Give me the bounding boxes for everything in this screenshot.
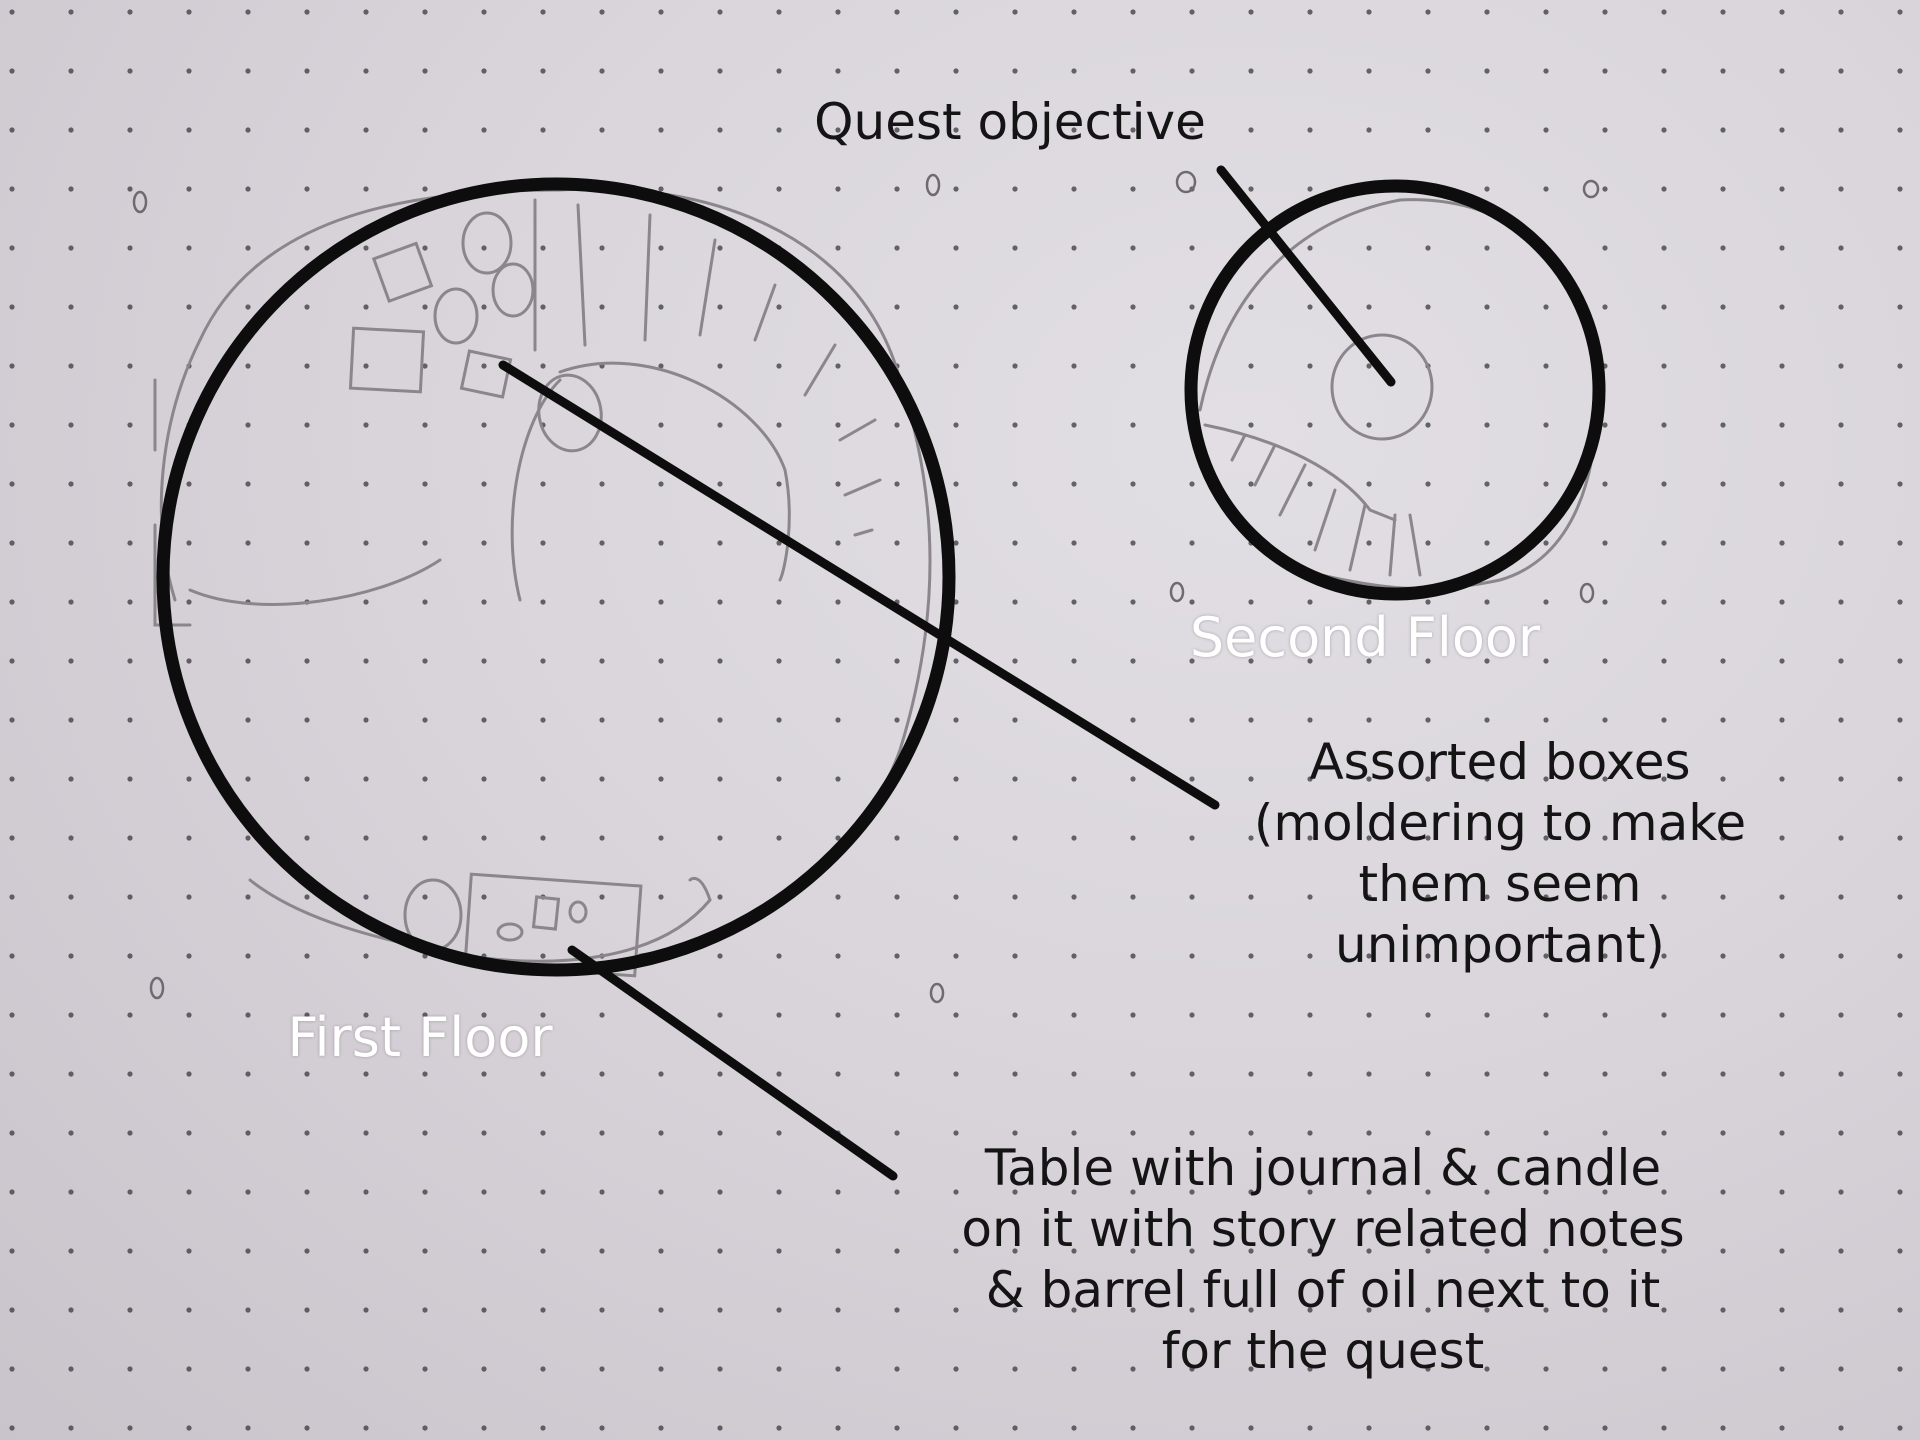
table-note-pointer bbox=[567, 945, 898, 1181]
first-floor-circle bbox=[156, 177, 956, 977]
second-floor-label: Second Floor bbox=[1189, 606, 1541, 669]
first-floor-label: First Floor bbox=[287, 1006, 553, 1069]
table-note-line-3: & barrel full of oil next to it bbox=[985, 1261, 1661, 1319]
quest-objective-pointer bbox=[1216, 165, 1396, 387]
assorted-boxes-pointer bbox=[498, 360, 1220, 810]
table-note-line-1: Table with journal & candle bbox=[984, 1139, 1662, 1197]
assorted-boxes-line-4: unimportant) bbox=[1335, 916, 1665, 974]
assorted-boxes-note: Assorted boxes (moldering to make them s… bbox=[1210, 732, 1790, 976]
assorted-boxes-line-2: (moldering to make bbox=[1253, 794, 1747, 852]
assorted-boxes-line-3: them seem bbox=[1358, 855, 1642, 913]
table-note: Table with journal & candle on it with s… bbox=[898, 1138, 1748, 1382]
assorted-boxes-line-1: Assorted boxes bbox=[1309, 733, 1691, 791]
table-note-line-2: on it with story related notes bbox=[961, 1200, 1685, 1258]
second-floor-circle bbox=[1184, 179, 1606, 601]
table-note-line-4: for the quest bbox=[1161, 1322, 1485, 1380]
quest-objective-label: Quest objective bbox=[814, 93, 1206, 151]
stray-pencil-marks bbox=[132, 170, 1600, 1004]
